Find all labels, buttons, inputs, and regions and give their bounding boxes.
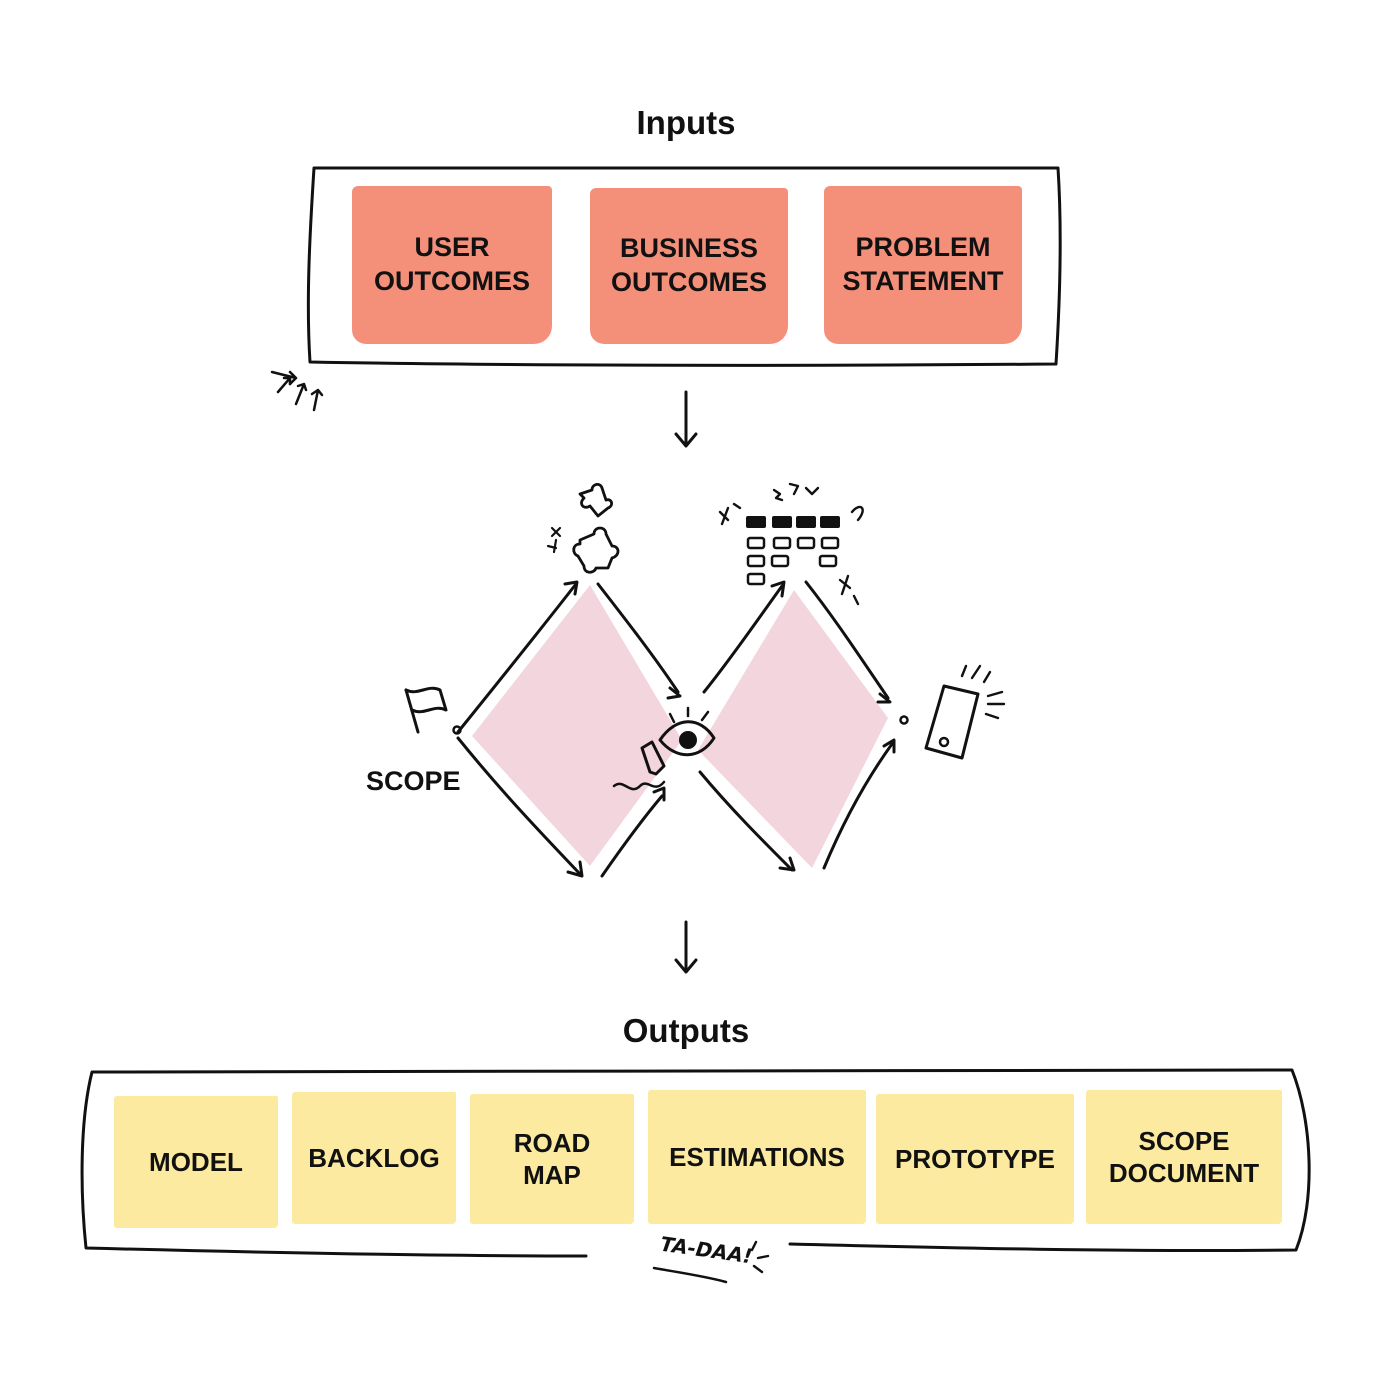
input-note-problem-statement: PROBLEM STATEMENT: [824, 186, 1022, 344]
inputs-title: Inputs: [636, 104, 736, 141]
output-note-backlog: BACKLOG: [292, 1092, 456, 1224]
scribble-arrows-icon: [270, 370, 324, 412]
board-icon: [718, 482, 864, 606]
scope-label: SCOPE: [366, 766, 461, 796]
outputs-title: Outputs: [622, 1012, 750, 1049]
input-note-business-outcomes: BUSINESS OUTCOMES: [590, 188, 788, 344]
pencil-icon: [612, 740, 666, 791]
discover-diamond: [472, 585, 682, 866]
output-note-prototype: PROTOTYPE: [876, 1094, 1074, 1224]
output-note-scope-document: SCOPE DOCUMENT: [1086, 1090, 1282, 1224]
output-note-road-map: ROAD MAP: [470, 1094, 634, 1224]
phone-icon: [924, 664, 1006, 760]
sparkle-icon: [750, 1240, 770, 1274]
puzzle-icon: [546, 483, 620, 574]
arrow-down-1: [674, 390, 698, 448]
flag-icon: [404, 686, 448, 734]
start-dot: [452, 725, 462, 735]
output-note-model: MODEL: [114, 1096, 278, 1228]
tagline-underline: [652, 1266, 728, 1284]
arrow-down-2: [674, 920, 698, 974]
inputs-container: [306, 165, 1062, 367]
eye-icon: [658, 706, 716, 757]
output-note-estimations: ESTIMATIONS: [648, 1090, 866, 1224]
end-dot: [899, 715, 909, 725]
define-diamond: [698, 590, 888, 868]
input-note-user-outcomes: USER OUTCOMES: [352, 186, 552, 344]
